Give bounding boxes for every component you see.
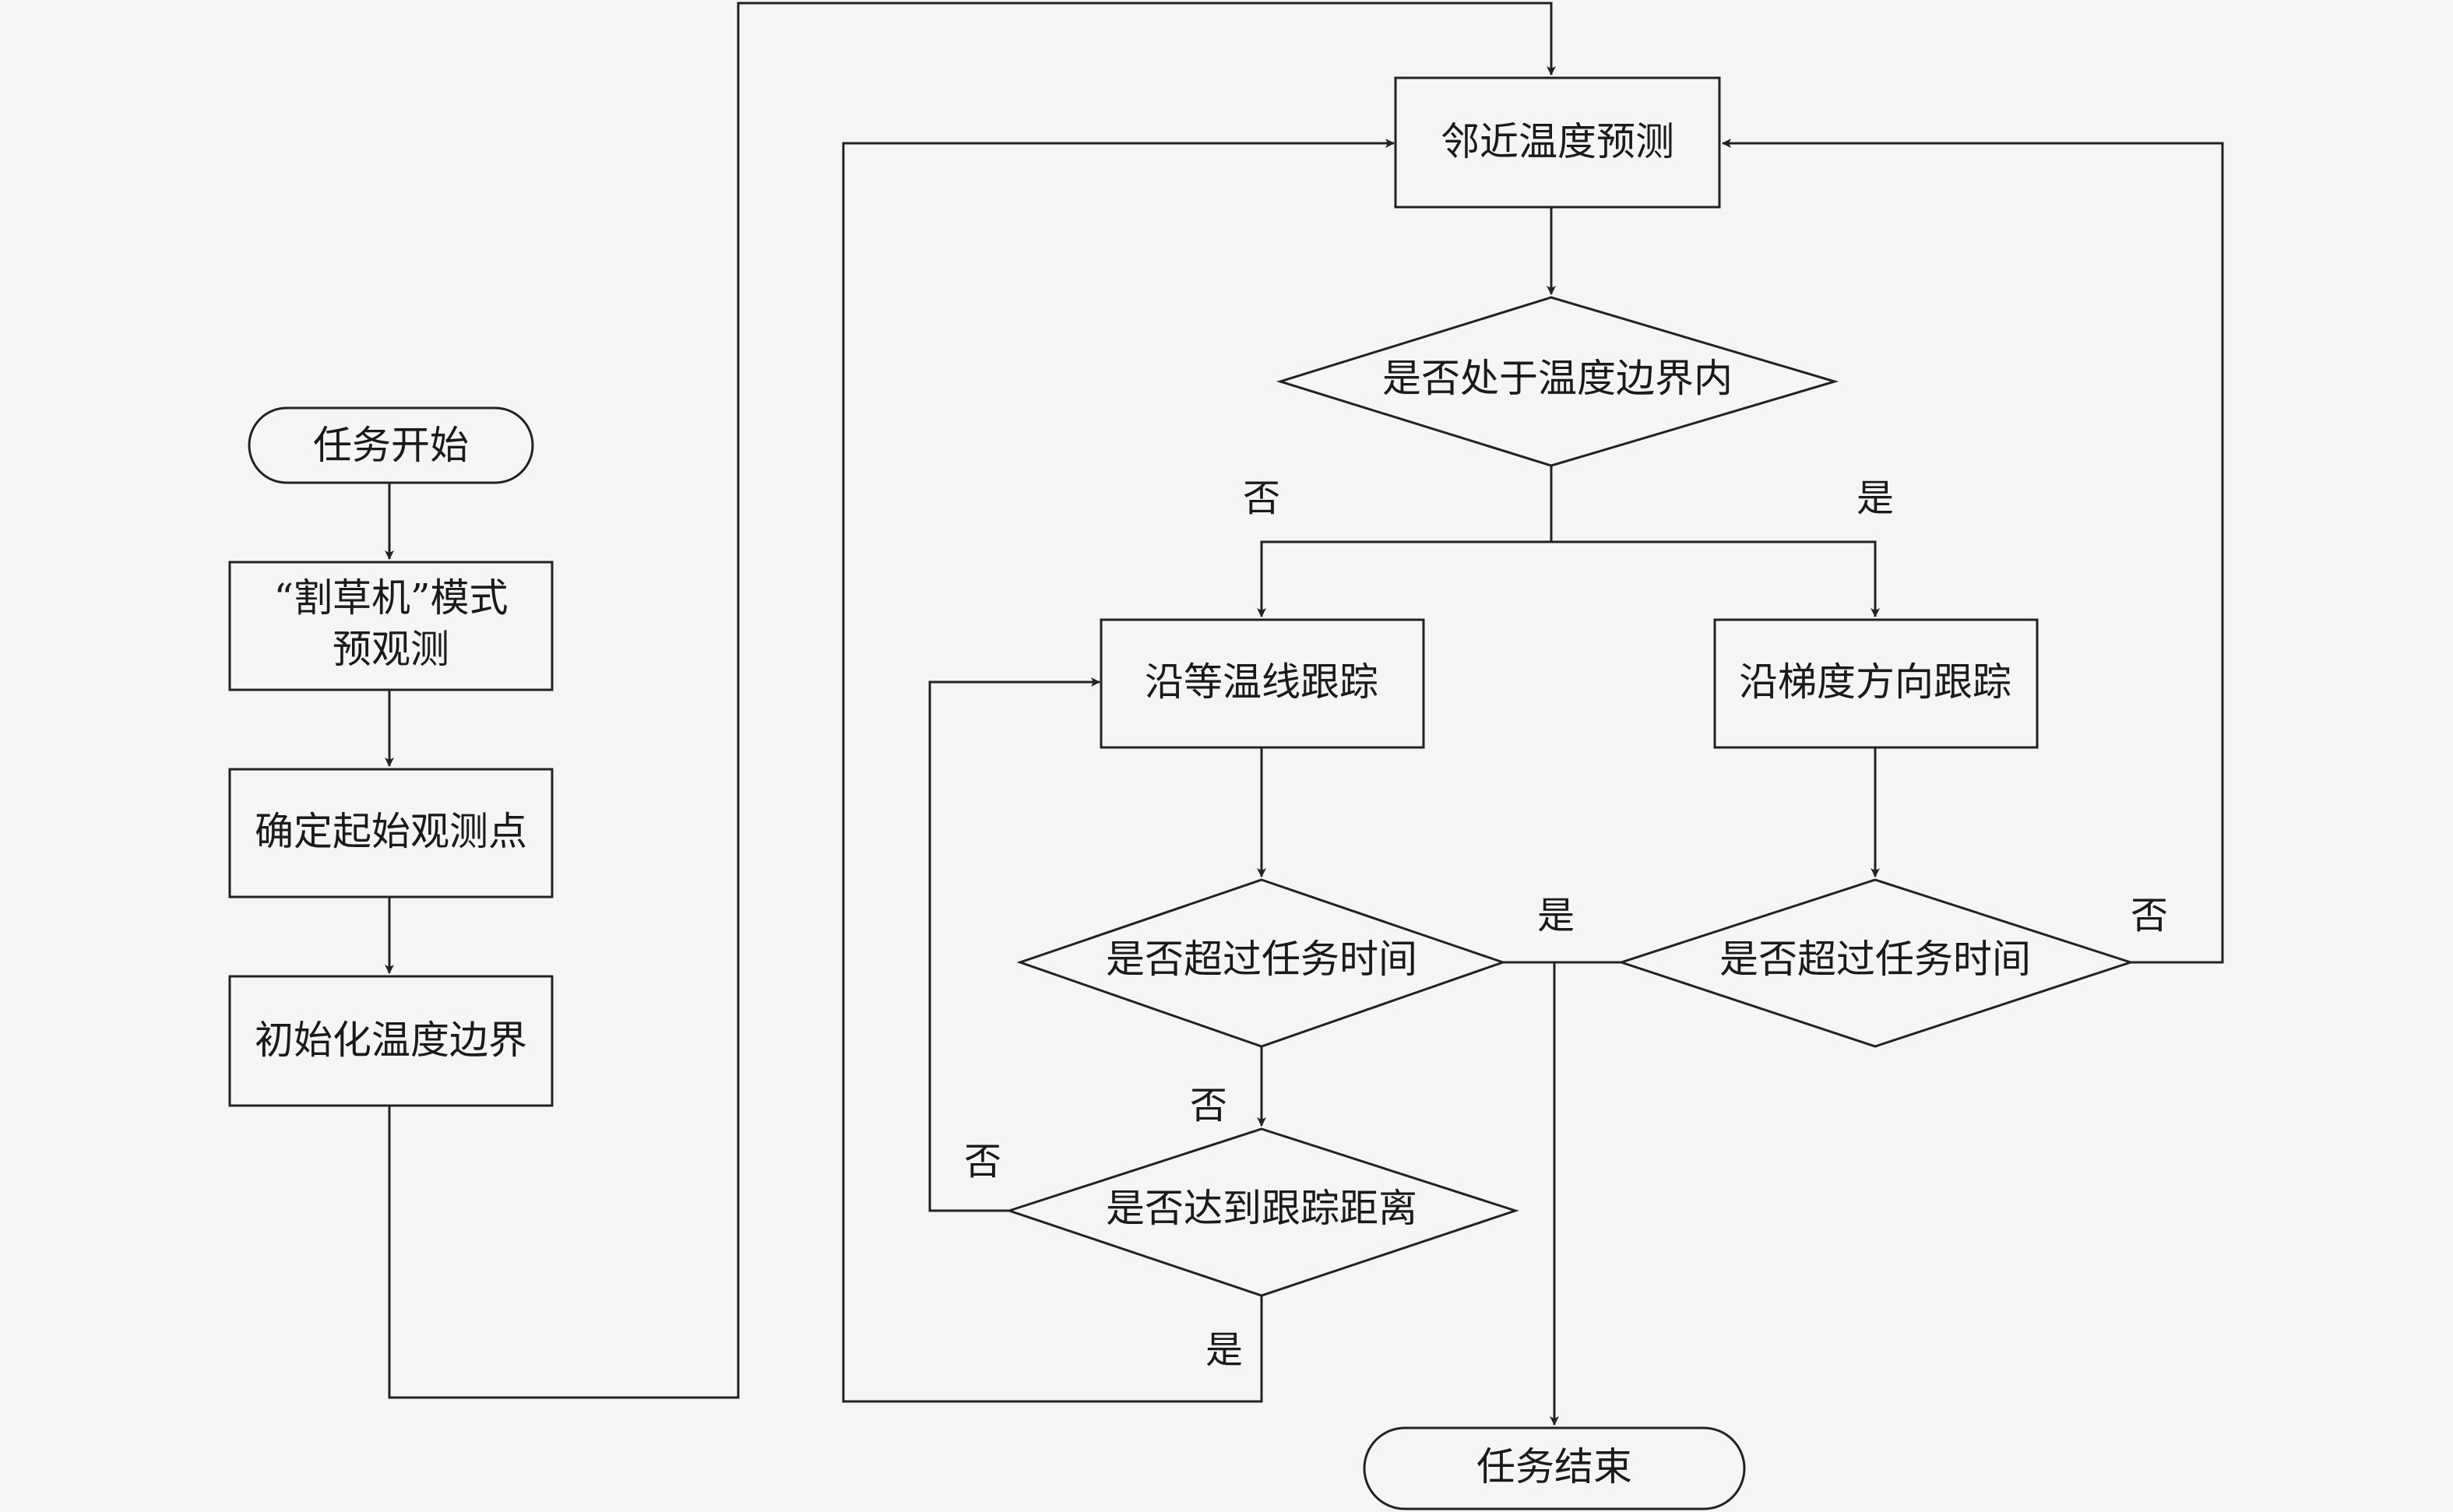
node-task-end: 任务结束 <box>1363 1426 1746 1510</box>
node-init-boundary: 初始化温度边界 <box>228 975 554 1107</box>
time-right-diamond <box>1617 878 2134 1048</box>
dist-label: 是否达到跟踪距离 <box>1106 1186 1417 1231</box>
node-start-point: 确定起始观测点 <box>228 768 554 898</box>
label-time-right-no: 否 <box>2131 894 2168 937</box>
grad-track-label: 沿梯度方向跟踪 <box>1739 659 2011 705</box>
grad-track-box <box>1713 618 2039 749</box>
dist-diamond <box>1005 1127 1519 1297</box>
node-in-boundary-q: 是否处于温度边界内 <box>1276 296 1839 467</box>
iso-track-label: 沿等温线跟踪 <box>1145 659 1378 705</box>
time-right-label: 是否超过任务时间 <box>1719 937 2031 982</box>
start-point-label: 确定起始观测点 <box>255 809 527 854</box>
node-grad-track: 沿梯度方向跟踪 <box>1713 618 2039 749</box>
task-start-terminal <box>248 406 534 484</box>
time-left-diamond <box>1016 878 1507 1048</box>
neighbor-predict-box <box>1394 76 1721 209</box>
premow-label-line2: 预观测 <box>333 627 449 672</box>
time-left-label: 是否超过任务时间 <box>1106 937 1417 982</box>
edge-dist-no-to-iso <box>928 677 1100 1212</box>
edge-time-right-no-to-predict <box>1722 139 2224 964</box>
edges <box>385 2 2224 1426</box>
task-end-label: 任务结束 <box>1476 1444 1632 1489</box>
in-boundary-label: 是否处于温度边界内 <box>1382 356 1733 401</box>
node-iso-track: 沿等温线跟踪 <box>1100 618 1425 749</box>
node-dist-q: 是否达到跟踪距离 <box>1005 1127 1519 1297</box>
edge-init-to-predict <box>388 2 1556 1399</box>
edge-boundary-no-to-iso <box>1257 540 1551 617</box>
start-point-box <box>228 768 554 898</box>
iso-track-box <box>1100 618 1425 749</box>
label-boundary-yes: 是 <box>1856 476 1894 520</box>
node-task-start: 任务开始 <box>248 406 534 484</box>
label-dist-no: 否 <box>964 1140 1001 1183</box>
premow-label-line1: “割草机”模式 <box>273 575 508 621</box>
node-time-q-right: 是否超过任务时间 <box>1617 878 2134 1048</box>
label-boundary-no: 否 <box>1243 476 1280 520</box>
label-time-left-no: 否 <box>1190 1084 1227 1127</box>
node-premow: “割草机”模式 预观测 <box>228 561 554 691</box>
node-neighbor-predict: 邻近温度预测 <box>1394 76 1721 209</box>
premow-box <box>228 561 554 691</box>
label-dist-yes: 是 <box>1205 1328 1243 1372</box>
task-end-terminal <box>1363 1426 1746 1510</box>
edge-labels: 否 是 是 否 否 否 是 <box>964 476 2168 1372</box>
edge-boundary-yes-to-grad <box>1551 540 1880 617</box>
label-time-left-yes: 是 <box>1537 894 1575 937</box>
init-boundary-box <box>228 975 554 1107</box>
task-start-label: 任务开始 <box>313 423 469 468</box>
edge-dist-yes-to-predict <box>842 139 1395 1403</box>
node-time-q-left: 是否超过任务时间 <box>1016 878 1507 1048</box>
init-boundary-label: 初始化温度边界 <box>255 1018 527 1063</box>
in-boundary-diamond <box>1276 296 1839 467</box>
neighbor-predict-label: 邻近温度预测 <box>1441 119 1674 164</box>
